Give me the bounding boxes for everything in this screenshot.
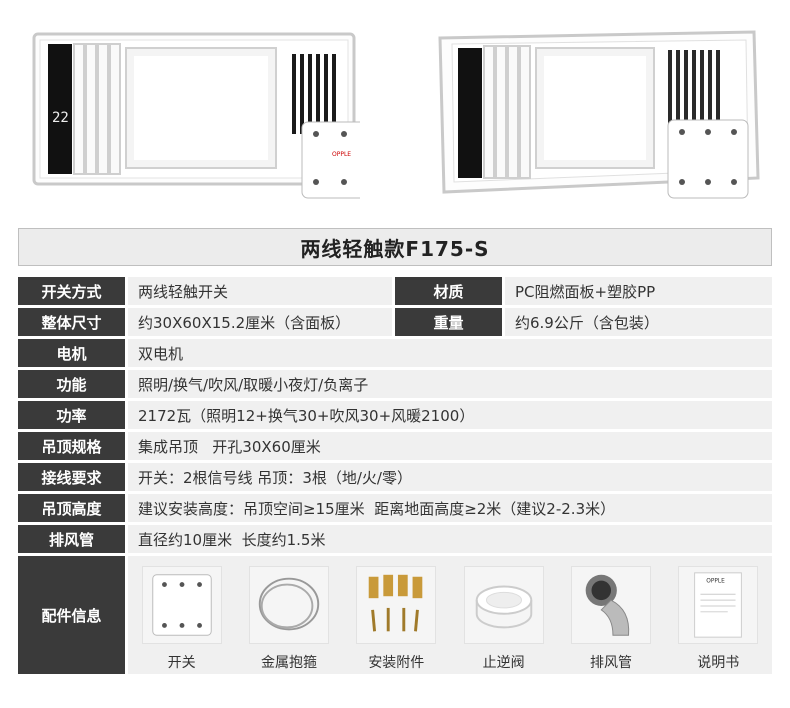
product-title: 两线轻触款F175-S xyxy=(18,228,772,266)
metal-clamp-image xyxy=(248,566,329,644)
accessory-item: 开关 xyxy=(140,566,224,672)
spec-value: 两线轻触开关 xyxy=(128,277,395,305)
spec-row: 功率 2172瓦（照明12+换气30+吹风30+风暖2100） xyxy=(18,401,772,429)
accessory-label: 排风管 xyxy=(589,655,632,671)
accessories-row: 配件信息 开关 xyxy=(18,556,772,674)
spec-value: 照明/换气/吹风/取暖小夜灯/负离子 xyxy=(128,370,772,398)
spec-label: 材质 xyxy=(395,277,505,305)
spec-label: 接线要求 xyxy=(18,463,128,491)
accessory-item: 安装附件 xyxy=(354,566,438,672)
spec-label: 电机 xyxy=(18,339,128,367)
accessory-item: 止逆阀 xyxy=(462,566,546,672)
spec-value: 开关：2根信号线 吊顶：3根（地/火/零） xyxy=(128,463,772,491)
exhaust-duct-image xyxy=(570,566,651,644)
accessory-item: 排风管 xyxy=(569,566,653,672)
spec-value: 2172瓦（照明12+换气30+吹风30+风暖2100） xyxy=(128,401,772,429)
spec-value: PC阻燃面板+塑胶PP xyxy=(505,277,772,305)
spec-label: 吊顶规格 xyxy=(18,432,128,460)
spec-value: 建议安装高度：吊顶空间≥15厘米 距离地面高度≥2米（建议2-2.3米） xyxy=(128,494,772,522)
spec-row: 排风管 直径约10厘米 长度约1.5米 xyxy=(18,525,772,553)
accessory-label: 止逆阀 xyxy=(482,655,525,671)
accessory-label: 金属抱箍 xyxy=(260,655,317,671)
manual-image: OPPLE xyxy=(678,566,759,644)
svg-text:OPPLE: OPPLE xyxy=(332,151,351,158)
spec-value: 直径约10厘米 长度约1.5米 xyxy=(128,525,772,553)
product-images: 22 OPPLE xyxy=(0,0,790,222)
switch-image xyxy=(141,566,222,644)
spec-value: 集成吊顶 开孔30X60厘米 xyxy=(128,432,772,460)
spec-label: 整体尺寸 xyxy=(18,308,128,336)
spec-label: 功率 xyxy=(18,401,128,429)
accessories-label: 配件信息 xyxy=(18,556,128,674)
spec-label: 重量 xyxy=(395,308,505,336)
accessory-label: 安装附件 xyxy=(368,655,425,671)
heater-front-view: 22 OPPLE xyxy=(32,32,360,199)
svg-text:OPPLE: OPPLE xyxy=(707,579,726,585)
accessories-panel: 开关 金属抱箍 安装附件 xyxy=(128,556,772,674)
spec-table: 开关方式 两线轻触开关 材质 PC阻燃面板+塑胶PP 整体尺寸 约30X60X1… xyxy=(18,274,772,677)
spec-label: 吊顶高度 xyxy=(18,494,128,522)
spec-value: 约30X60X15.2厘米（含面板） xyxy=(128,308,395,336)
spec-value: 约6.9公斤（含包装） xyxy=(505,308,772,336)
spec-row: 开关方式 两线轻触开关 材质 PC阻燃面板+塑胶PP xyxy=(18,277,772,305)
spec-row: 接线要求 开关：2根信号线 吊顶：3根（地/火/零） xyxy=(18,463,772,491)
accessory-item: 金属抱箍 xyxy=(247,566,331,672)
heater-angled-view xyxy=(438,30,760,199)
spec-row: 整体尺寸 约30X60X15.2厘米（含面板） 重量 约6.9公斤（含包装） xyxy=(18,308,772,336)
spec-row: 吊顶规格 集成吊顶 开孔30X60厘米 xyxy=(18,432,772,460)
spec-label: 开关方式 xyxy=(18,277,128,305)
spec-label: 功能 xyxy=(18,370,128,398)
check-valve-image xyxy=(463,566,544,644)
mounting-kit-image xyxy=(356,566,437,644)
accessory-label: 开关 xyxy=(167,655,196,671)
spec-row: 电机 双电机 xyxy=(18,339,772,367)
accessory-item: OPPLE 说明书 xyxy=(676,566,760,672)
spec-row: 功能 照明/换气/吹风/取暖小夜灯/负离子 xyxy=(18,370,772,398)
accessory-label: 说明书 xyxy=(697,655,740,671)
spec-value: 双电机 xyxy=(128,339,772,367)
spec-label: 排风管 xyxy=(18,525,128,553)
svg-text:22: 22 xyxy=(52,110,69,126)
spec-row: 吊顶高度 建议安装高度：吊顶空间≥15厘米 距离地面高度≥2米（建议2-2.3米… xyxy=(18,494,772,522)
